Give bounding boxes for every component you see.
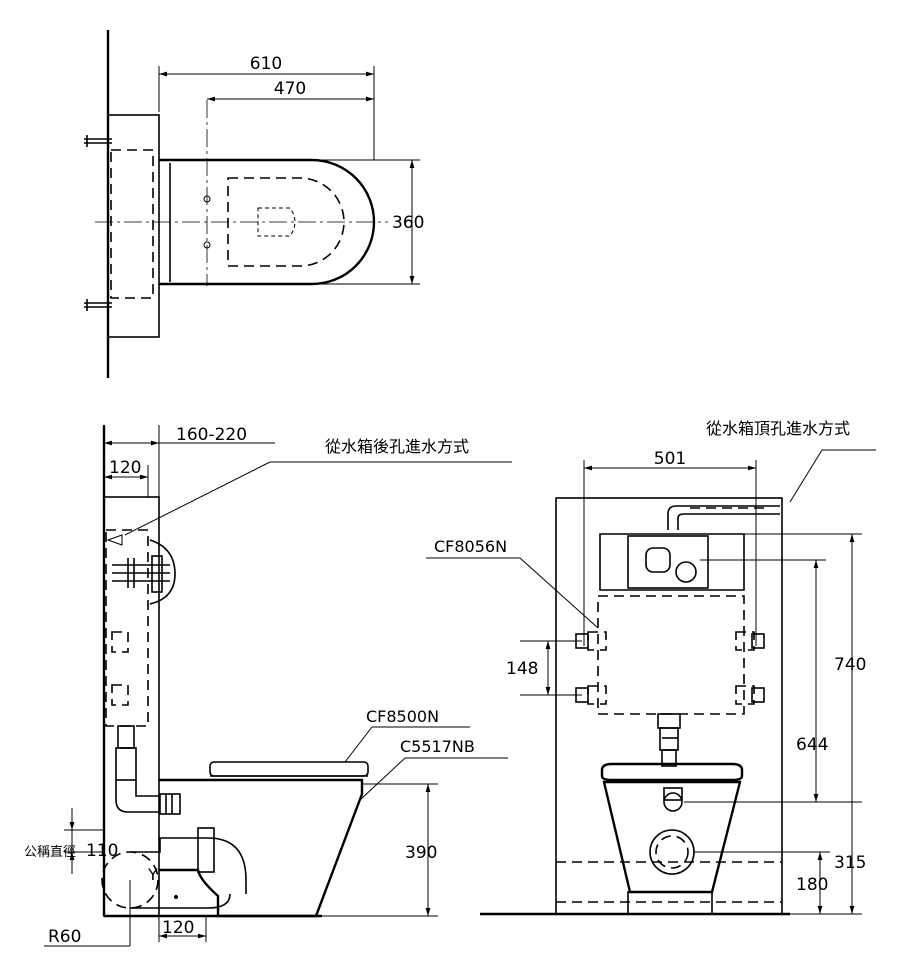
button-housing	[151, 555, 163, 593]
side-brackets	[111, 631, 129, 706]
leader-bowl	[359, 757, 406, 801]
side-inlet-pipe	[112, 558, 170, 588]
label-rear-inlet: 從水箱後孔進水方式	[325, 437, 469, 456]
dim-outlet-height: 315	[834, 853, 866, 873]
seat-side-outline	[209, 761, 369, 777]
dim-bracket-spacing: 148	[506, 659, 538, 679]
frame-outline	[107, 114, 160, 338]
marker-y: Y	[147, 865, 158, 884]
flush-button-small	[675, 561, 697, 583]
dim-frame-depth: 120	[109, 458, 141, 478]
drain-bend-upper	[130, 837, 247, 894]
bowl-top-outline	[159, 158, 376, 286]
dim-button-height: 644	[796, 735, 828, 755]
front-brackets	[575, 631, 765, 705]
mounting-rods	[84, 135, 112, 311]
dim-wall-offset: 160-220	[176, 425, 247, 445]
cistern-head	[599, 533, 745, 591]
dim-floor-offset: 180	[796, 875, 828, 895]
dim-bowl-depth: 470	[274, 79, 306, 99]
front-view: 從水箱頂孔進水方式 501 CF8056N 148 740 644 315 18…	[426, 419, 876, 916]
bowl-base	[627, 891, 713, 915]
cistern-body-hidden	[597, 595, 745, 715]
dim-tank-height: 740	[834, 655, 866, 675]
dim-outlet-offset: 120	[162, 918, 194, 938]
dim-overall-depth: 610	[250, 54, 282, 74]
rear-inlet-marker	[106, 534, 123, 546]
side-cistern-hidden	[105, 529, 149, 727]
bowl-front-outline	[602, 780, 742, 894]
drain-bend-lower	[130, 893, 231, 909]
front-flush-pipe	[657, 713, 681, 767]
leader-seat	[344, 726, 373, 763]
label-top-inlet: 從水箱頂孔進水方式	[706, 419, 850, 438]
dim-top-width: 360	[392, 213, 424, 233]
seat-front	[600, 762, 744, 782]
dim-pipe-value: 110	[86, 841, 118, 861]
outlet-ring-inner	[655, 835, 689, 869]
drain-connector	[197, 827, 215, 873]
flush-plate-side	[149, 539, 176, 605]
side-view: Y 160-220 120 從水箱後孔進水方式 CF8500N C5517NB …	[24, 425, 512, 947]
leader-rear-inlet	[124, 461, 271, 536]
label-tank-model: CF8056N	[434, 537, 507, 556]
flush-plate-front	[627, 535, 709, 589]
dim-pipe-label: 公稱直徑	[24, 845, 76, 860]
top-view: 610 470 360	[84, 30, 424, 378]
side-frame-outline	[103, 496, 160, 917]
leader-top-inlet	[789, 449, 823, 503]
dim-radius: R60	[48, 927, 81, 947]
label-bowl-model: C5517NB	[400, 737, 475, 756]
label-seat-model: CF8500N	[366, 707, 439, 726]
seat-opening-hidden	[227, 177, 345, 267]
cistern-hidden-outline	[110, 149, 154, 299]
leader-tank	[519, 557, 599, 629]
flush-button-large	[645, 547, 671, 573]
top-inlet-pipe	[667, 505, 780, 530]
floor-anchor	[174, 895, 178, 899]
dim-front-width: 501	[654, 449, 686, 469]
bowl-side-outline	[159, 778, 364, 918]
flush-pipe	[115, 725, 181, 815]
dim-side-height: 390	[405, 843, 437, 863]
inlet-connector	[663, 792, 683, 812]
